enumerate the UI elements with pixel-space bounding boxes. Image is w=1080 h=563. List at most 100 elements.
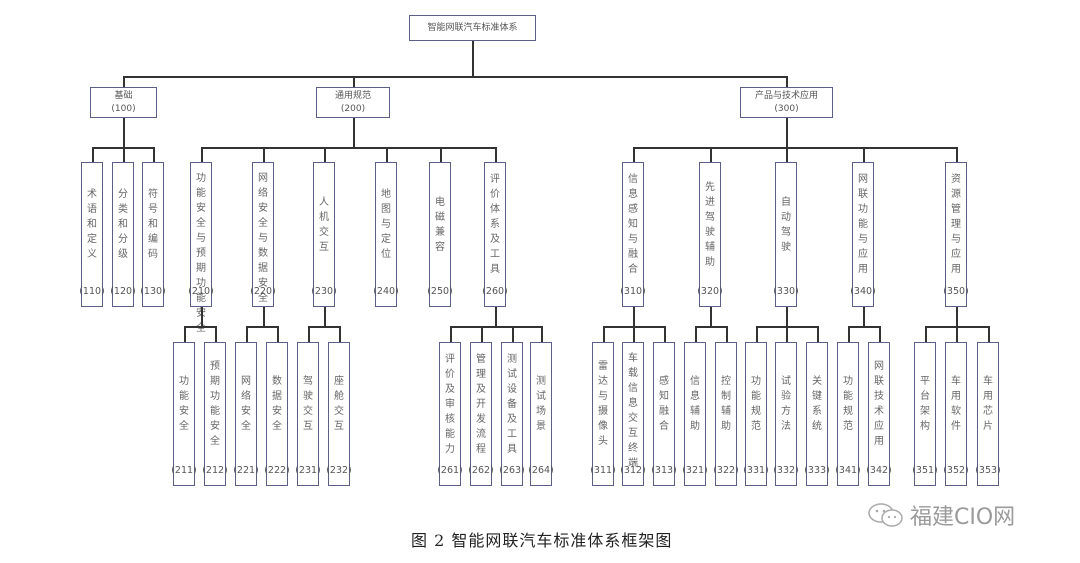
leaf-node-333: 关键系统 (333) bbox=[804, 342, 830, 486]
category-label: 通用规范 bbox=[334, 90, 371, 101]
node-code: (351) bbox=[912, 465, 938, 476]
level2-drop bbox=[863, 147, 865, 162]
node-label: 控制辅助 bbox=[721, 376, 731, 432]
node-code: (333) bbox=[804, 465, 830, 476]
node-label: 雷达与摄像头 bbox=[598, 361, 608, 447]
category-connector bbox=[353, 118, 355, 147]
node-code: (212) bbox=[202, 465, 228, 476]
node-code: (350) bbox=[943, 286, 969, 297]
category-code: (100) bbox=[111, 103, 136, 114]
node-label: 信息感知与融合 bbox=[628, 174, 638, 275]
node-code: (220) bbox=[250, 286, 276, 297]
node-label: 数据安全 bbox=[272, 376, 282, 432]
leaf-node-322: 控制辅助 (322) bbox=[713, 342, 739, 486]
node-label: 网联功能与应用 bbox=[858, 174, 868, 275]
node-label: 车用芯片 bbox=[983, 376, 993, 432]
level2-drop bbox=[263, 147, 265, 162]
node-label: 信息辅助 bbox=[690, 376, 700, 432]
level3-drop bbox=[956, 326, 958, 342]
leaf-node-232: 座舱交互(232) bbox=[326, 342, 352, 486]
category-code: (200) bbox=[340, 103, 366, 114]
subcategory-node-340: 网联功能与应用(340) bbox=[850, 162, 876, 307]
node-code: (320) bbox=[697, 286, 723, 297]
subcategory-connector bbox=[263, 307, 265, 326]
leaf-node-222: 数据安全(222) bbox=[264, 342, 290, 486]
node-label: 术语和定义 bbox=[87, 189, 97, 260]
node-code: (221) bbox=[233, 465, 259, 476]
leaf-node-311: 雷达与摄像头(311) bbox=[590, 342, 616, 486]
level3-drop bbox=[925, 326, 927, 342]
leaf-node-341: 功能规范(341) bbox=[835, 342, 861, 486]
level2-drop bbox=[495, 147, 497, 162]
level2-drop bbox=[633, 147, 635, 162]
node-label: 符号和编码 bbox=[148, 189, 158, 260]
subcategory-node-250: 电磁兼容(250) bbox=[427, 162, 453, 307]
leaf-node-331: 功能规范(331) bbox=[743, 342, 769, 486]
node-code: (232) bbox=[326, 465, 352, 476]
level3-drop bbox=[695, 326, 697, 342]
level3-bus bbox=[184, 326, 215, 328]
level3-drop bbox=[339, 326, 341, 342]
node-label: 功能安全 bbox=[179, 376, 189, 432]
level3-drop bbox=[512, 326, 514, 342]
root-connector bbox=[472, 41, 474, 76]
level3-bus bbox=[695, 326, 726, 328]
node-code: (313) bbox=[651, 465, 677, 476]
node-label: 关键系统 bbox=[812, 376, 822, 432]
level2-bus bbox=[92, 147, 153, 149]
watermark-text: 福建CIO网 bbox=[910, 505, 1016, 530]
node-code: (240) bbox=[373, 286, 399, 297]
node-code: (260) bbox=[482, 286, 508, 297]
node-code: (230) bbox=[311, 286, 337, 297]
node-label: 驾驶交互 bbox=[303, 376, 313, 432]
leaf-node-351: 平台架构(351) bbox=[912, 342, 938, 486]
level3-drop bbox=[817, 326, 819, 342]
level2-drop bbox=[324, 147, 326, 162]
level3-drop bbox=[246, 326, 248, 342]
level1-drop bbox=[123, 76, 125, 87]
node-label: 网络安全与数据安全 bbox=[258, 173, 268, 304]
leaf-node-313: 感知融合(313) bbox=[651, 342, 677, 486]
subcategory-connector bbox=[324, 307, 326, 326]
leaf-node-221: 网络安全(221) bbox=[233, 342, 259, 486]
level2-drop bbox=[440, 147, 442, 162]
level1-drop bbox=[786, 76, 788, 87]
node-code: (231) bbox=[295, 465, 321, 476]
node-code: (322) bbox=[713, 465, 739, 476]
level2-drop bbox=[386, 147, 388, 162]
node-label: 评价及审核能力 bbox=[445, 353, 455, 455]
level2-bus bbox=[633, 147, 956, 149]
node-code: (211) bbox=[171, 465, 197, 476]
level3-bus bbox=[246, 326, 277, 328]
subcategory-node-260: 评价体系及工具 (260) bbox=[482, 162, 508, 307]
level2-bus bbox=[201, 147, 495, 149]
node-label: 功能规范 bbox=[751, 376, 761, 432]
figure-caption: 图 2 智能网联汽车标准体系框架图 bbox=[411, 531, 673, 550]
node-label: 测试场景 bbox=[536, 376, 546, 432]
subcategory-connector bbox=[786, 307, 788, 326]
node-code: (353) bbox=[975, 465, 1001, 476]
subcategory-node-350: 资源管理与应用 (350) bbox=[943, 162, 969, 307]
category-label: 基础 bbox=[114, 90, 133, 101]
level3-drop bbox=[756, 326, 758, 342]
wechat-icon bbox=[866, 502, 906, 528]
subcategory-connector bbox=[710, 307, 712, 326]
category-code: (300) bbox=[774, 103, 799, 114]
node-label: 资源管理与应用 bbox=[951, 174, 961, 275]
node-label: 预期功能安全 bbox=[210, 361, 220, 447]
level1-bus bbox=[123, 76, 786, 78]
level3-drop bbox=[726, 326, 728, 342]
subcategory-node-220: 网络安全与数据安全(220) bbox=[250, 162, 276, 307]
node-code: (262) bbox=[468, 465, 494, 476]
node-code: (332) bbox=[773, 465, 799, 476]
level3-drop bbox=[848, 326, 850, 342]
category-label: 产品与技术应用 bbox=[754, 90, 818, 101]
level3-bus bbox=[848, 326, 879, 328]
root-node: 智能网联汽车标准体系 bbox=[409, 15, 536, 41]
node-label: 评价体系及工具 bbox=[490, 174, 500, 275]
level2-drop bbox=[786, 147, 788, 162]
leaf-node-264: 测试场景 (264) bbox=[528, 342, 554, 486]
node-code: (264) bbox=[528, 465, 554, 476]
subcategory-connector bbox=[633, 307, 635, 326]
subcategory-connector bbox=[863, 307, 865, 326]
